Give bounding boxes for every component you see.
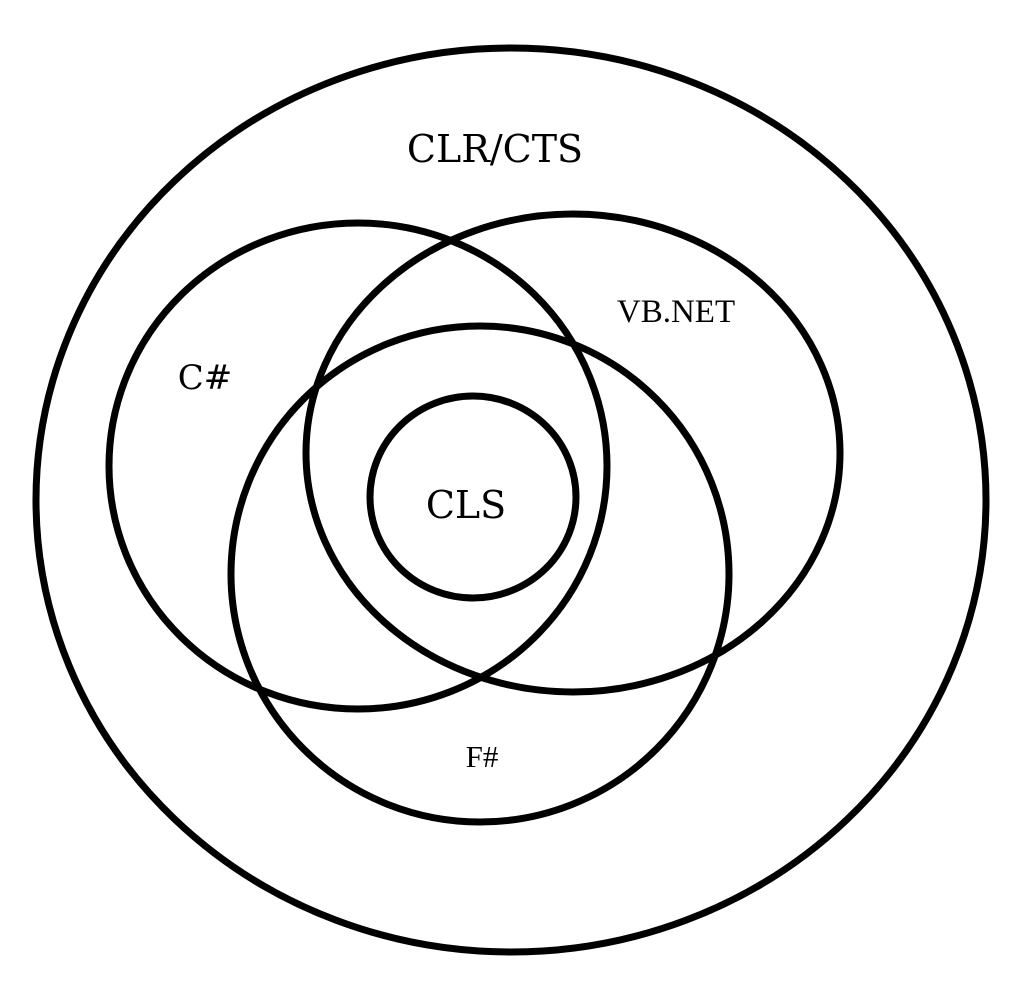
fsharp-circle bbox=[227, 322, 733, 826]
fsharp-label: F# bbox=[466, 739, 499, 774]
csharp-circle bbox=[105, 219, 611, 713]
cls-circle bbox=[366, 392, 580, 602]
clr-cts-circle bbox=[32, 44, 990, 956]
vbnet-label: VB.NET bbox=[617, 294, 735, 330]
csharp-label: C# bbox=[178, 358, 233, 398]
clr-cts-label: CLR/CTS bbox=[407, 127, 583, 171]
cls-label: CLS bbox=[426, 483, 506, 527]
vbnet-circle bbox=[302, 210, 844, 696]
